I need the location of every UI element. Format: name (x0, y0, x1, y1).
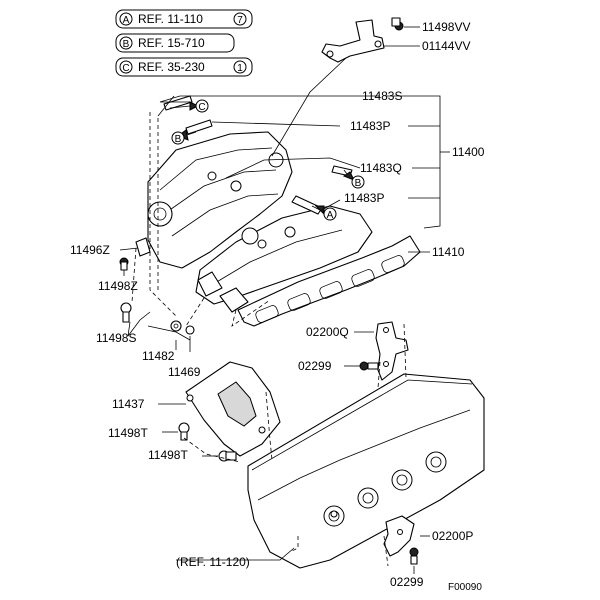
reference-letter: B (123, 39, 130, 50)
label-02299-bottom: 02299 (390, 575, 424, 589)
callout-letter: B (355, 178, 362, 189)
bolt-02299-top (359, 361, 379, 371)
part-labels: 11498VV 01144VV 11483S 11483P 11400 1148… (70, 20, 485, 589)
label-11483p-mid: 11483P (344, 191, 384, 205)
washer-11482 (170, 320, 182, 332)
label-11498s: 11498S (96, 331, 136, 345)
reference-text: REF. 11-110 (138, 12, 203, 26)
stud-11483p-top (185, 119, 213, 135)
label-11498z: 11498Z (98, 279, 138, 293)
gasket-11410 (237, 235, 421, 327)
intake-manifold (147, 131, 373, 313)
label-11498t-left: 11498T (108, 426, 148, 440)
bolt-02299-bottom (409, 547, 419, 565)
label-11400: 11400 (452, 145, 485, 159)
stud-11483p-mid (291, 195, 323, 215)
bracket-02200p (383, 515, 415, 557)
callout-b-mid: B (342, 169, 365, 189)
label-11482: 11482 (142, 349, 175, 363)
reference-text: REF. 35-230 (138, 60, 205, 74)
label-01144vv: 01144VV (422, 39, 471, 53)
bracket-11437 (185, 361, 281, 457)
label-11469: 11469 (168, 365, 201, 379)
label-11483s: 11483S (362, 89, 402, 103)
bottom-reference-text: (REF. 11-120) (176, 555, 250, 569)
reference-box-c: C REF. 35-230 1 (115, 57, 253, 77)
reference-text: REF. 15-710 (138, 36, 205, 50)
dashed-reference-lines (131, 112, 407, 567)
reference-letter: C (122, 63, 129, 74)
label-02200q: 02200Q (306, 325, 349, 339)
stud-11483s (163, 95, 193, 111)
label-11437: 11437 (112, 397, 145, 411)
label-11483q: 11483Q (360, 161, 402, 175)
callout-b-top: B (171, 129, 197, 145)
bottom-reference: (REF. 11-120) (176, 547, 295, 569)
label-11498vv: 11498VV (422, 20, 471, 34)
reference-letter: A (123, 15, 130, 26)
label-11496z: 11496Z (70, 243, 110, 257)
leader-lines (119, 26, 450, 574)
label-11498t-mid: 11498T (148, 448, 188, 462)
label-11483p-top: 11483P (350, 119, 390, 133)
bracket-02200q (375, 321, 409, 381)
reference-box-a: A REF. 11-110 7 (115, 9, 253, 29)
reference-box-b: B REF. 15-710 (115, 33, 235, 53)
cylinder-head (247, 373, 485, 569)
bolt-11498t-left (178, 422, 190, 441)
nut-11469 (185, 325, 195, 335)
callout-letter: B (175, 134, 182, 145)
label-02200p: 02200P (432, 529, 473, 543)
bolt-11498s (120, 302, 132, 323)
callout-letter: A (327, 210, 334, 221)
bolt-11498t-mid (218, 450, 237, 462)
label-11410: 11410 (432, 245, 465, 259)
callout-a-mid: A (311, 205, 337, 221)
bolt-11498vv (391, 17, 404, 31)
callout-c-top: C (169, 99, 209, 113)
reference-number: 1 (237, 63, 243, 74)
bolt-11498z (119, 257, 129, 271)
bracket-01144vv (321, 19, 385, 63)
callout-letter: C (198, 102, 205, 113)
label-02299-top: 02299 (298, 359, 332, 373)
figure-code: F00090 (448, 582, 482, 593)
reference-number: 7 (237, 15, 243, 26)
